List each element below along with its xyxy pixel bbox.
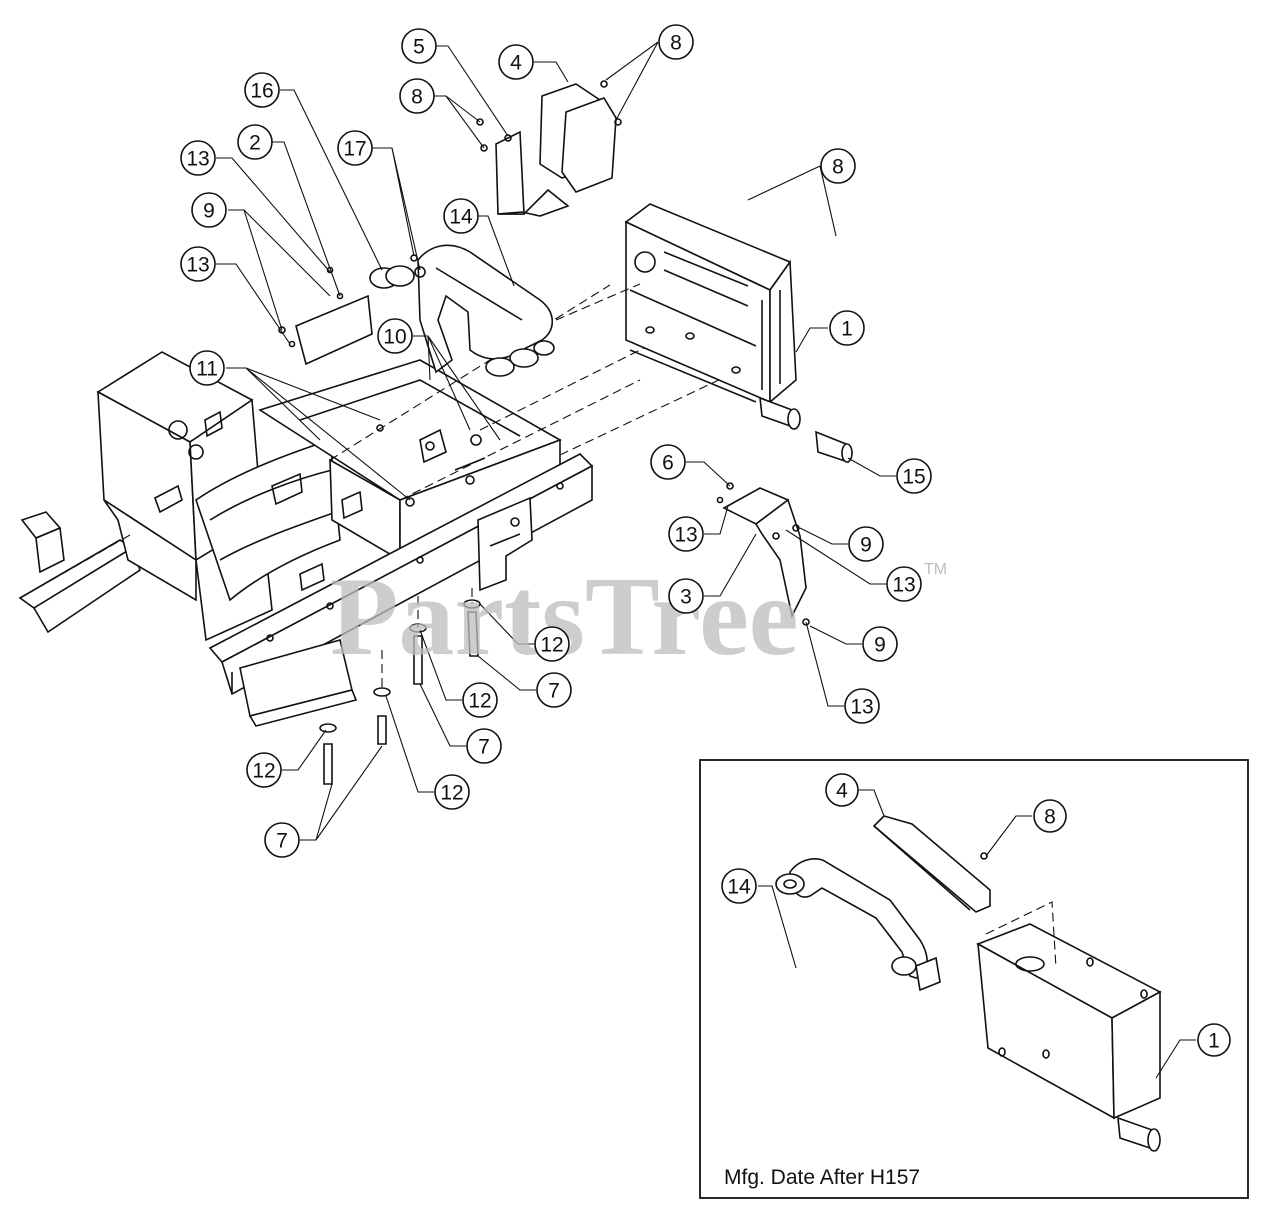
svg-text:17: 17 — [343, 138, 366, 161]
callout-8-right: 8 — [820, 148, 856, 184]
callout-7-b: 7 — [466, 728, 502, 764]
leader-lines — [216, 41, 896, 841]
callout-16: 16 — [244, 72, 280, 108]
callout-8-inset: 8 — [1033, 799, 1067, 833]
callout-13-c: 13 — [668, 516, 704, 552]
svg-text:16: 16 — [250, 80, 273, 103]
callout-13-e: 13 — [844, 688, 880, 724]
svg-text:11: 11 — [196, 358, 218, 381]
svg-text:4: 4 — [836, 780, 848, 803]
svg-text:12: 12 — [468, 690, 491, 713]
inset-panel: Mfg. Date After H157 — [699, 759, 1249, 1199]
svg-text:8: 8 — [670, 32, 682, 55]
callout-12-a: 12 — [534, 626, 570, 662]
svg-text:4: 4 — [510, 52, 522, 75]
svg-text:14: 14 — [449, 206, 473, 229]
exhaust-pipe — [369, 244, 641, 377]
rear-shield — [278, 266, 373, 366]
inset-caption: Mfg. Date After H157 — [724, 1166, 920, 1189]
callouts: 5 4 8 8 16 2 17 13 8 9 14 13 1 10 11 6 1… — [180, 24, 1231, 1057]
callout-13-d: 13 — [886, 566, 922, 602]
svg-text:8: 8 — [832, 156, 844, 179]
svg-text:15: 15 — [902, 466, 925, 489]
callout-17: 17 — [337, 130, 373, 166]
callout-7-a: 7 — [536, 672, 572, 708]
svg-text:1: 1 — [841, 318, 853, 341]
svg-text:13: 13 — [892, 574, 915, 597]
watermark: PartsTree TM — [330, 555, 947, 679]
svg-text:12: 12 — [252, 760, 275, 783]
callout-14: 14 — [443, 198, 479, 234]
callout-9-b: 9 — [848, 526, 884, 562]
svg-text:13: 13 — [850, 696, 873, 719]
callout-1-inset: 1 — [1197, 1023, 1231, 1057]
watermark-trademark: TM — [924, 561, 947, 578]
svg-text:6: 6 — [662, 452, 674, 475]
callout-8-top: 8 — [658, 24, 694, 60]
callout-10: 10 — [377, 318, 413, 354]
svg-text:14: 14 — [727, 876, 751, 899]
callout-4: 4 — [498, 44, 534, 80]
bolts — [319, 588, 481, 785]
callout-2: 2 — [237, 124, 273, 160]
callout-12-d: 12 — [434, 774, 470, 810]
callout-1: 1 — [829, 310, 865, 346]
svg-text:8: 8 — [411, 86, 423, 109]
callout-9-c: 9 — [862, 626, 898, 662]
svg-text:8: 8 — [1044, 806, 1056, 829]
svg-text:5: 5 — [413, 36, 425, 59]
callout-12-b: 12 — [462, 682, 498, 718]
callout-13-b: 13 — [180, 246, 216, 282]
svg-text:9: 9 — [874, 634, 886, 657]
svg-text:13: 13 — [186, 148, 209, 171]
svg-text:13: 13 — [674, 524, 697, 547]
muffler — [624, 203, 853, 464]
svg-text:9: 9 — [860, 534, 872, 557]
callout-4-inset: 4 — [825, 773, 859, 807]
svg-text:7: 7 — [276, 830, 288, 853]
svg-text:12: 12 — [540, 634, 563, 657]
svg-text:13: 13 — [186, 254, 209, 277]
heat-shield — [476, 80, 622, 217]
svg-text:9: 9 — [203, 200, 215, 223]
svg-text:3: 3 — [680, 586, 692, 609]
svg-text:1: 1 — [1208, 1030, 1220, 1053]
callout-12-c: 12 — [246, 752, 282, 788]
callout-15: 15 — [896, 458, 932, 494]
svg-text:7: 7 — [548, 680, 560, 703]
callout-14-inset: 14 — [721, 868, 757, 904]
callout-8-left: 8 — [399, 78, 435, 114]
svg-text:7: 7 — [478, 736, 490, 759]
main-frame — [18, 284, 741, 727]
callout-5: 5 — [401, 28, 437, 64]
callout-6: 6 — [650, 444, 686, 480]
callout-9-a: 9 — [191, 192, 227, 228]
mount-bracket — [716, 482, 810, 626]
callout-11: 11 — [189, 350, 225, 386]
svg-text:12: 12 — [440, 782, 463, 805]
callout-13-a: 13 — [180, 140, 216, 176]
watermark-text: PartsTree — [330, 555, 799, 679]
svg-text:10: 10 — [383, 326, 406, 349]
svg-text:2: 2 — [249, 132, 261, 155]
callout-7-c: 7 — [264, 822, 300, 858]
callout-3: 3 — [668, 578, 704, 614]
